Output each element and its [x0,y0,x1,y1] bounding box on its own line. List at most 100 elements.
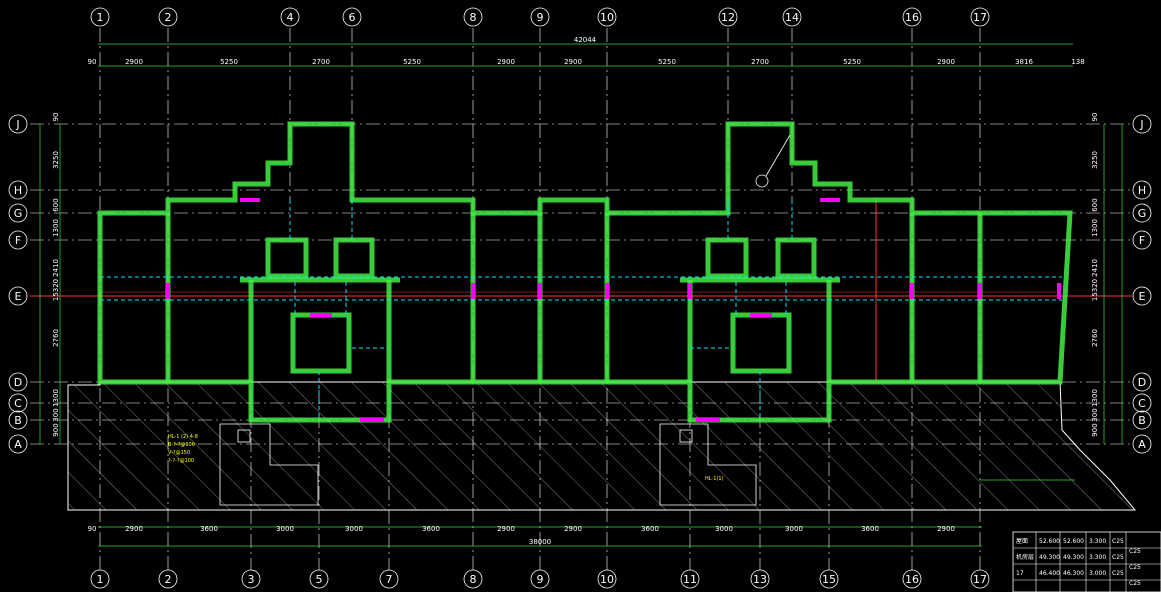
top-axis-14: 14 [782,7,802,27]
right-dim-0: 90 [1091,113,1099,122]
bottom-axis-13: 13 [750,569,770,589]
left-axis-B: B [8,410,28,430]
bottom-axis-2: 2 [158,569,178,589]
schedule-header-3: 3.300 [1089,538,1106,545]
top-axis-1-label: 1 [97,11,104,24]
right-axis-G-label: G [1138,207,1147,220]
dimension-lines [39,43,1123,547]
left-axis-B-circle [8,410,28,430]
top-axis-2-circle [158,7,178,27]
top-axis-12-circle [718,7,738,27]
left-axis-F-label: F [15,234,21,247]
left-axis-J-label: J [15,118,19,131]
schedule-row-1-0: 17 [1016,570,1024,577]
bottom-dim-6: 2900 [497,525,515,533]
bottom-axis-11-circle [680,569,700,589]
bottom-axis-1-circle [90,569,110,589]
left-axis-C-label: C [14,397,22,410]
bottom-axis-5: 5 [309,569,329,589]
left-dim-7: 1300 [52,389,60,407]
top-axis-6-label: 6 [349,11,356,24]
left-axis-J-circle [8,114,28,134]
bottom-dim-0: 90 [88,525,97,533]
right-dim-7: 1300 [1091,389,1099,407]
top-axis-8-label: 8 [470,11,477,24]
left-dim-8: 300 [52,408,60,421]
top-axis-16-circle [902,7,922,27]
bottom-axis-16-label: 16 [905,573,919,586]
bottom-axis-8: 8 [463,569,483,589]
top-axis-14-circle [782,7,802,27]
top-axis-8-circle [463,7,483,27]
right-dim-8: 300 [1091,408,1099,421]
bottom-dim-10: 3000 [785,525,803,533]
right-dim-2: 600 [1091,198,1099,211]
schedule-row-0-2: 49.300 [1063,554,1084,561]
bottom-axis-9: 9 [530,569,550,589]
left-axis-E: E [8,286,28,306]
right-dim-5: 15320 [1091,279,1099,301]
left-dim-4: 2410 [52,259,60,277]
right-dim-4: 2410 [1091,259,1099,277]
bottom-axis-5-circle [309,569,329,589]
bottom-axis-11-label: 11 [683,573,697,586]
right-axis-J: J [1132,114,1152,134]
bottom-dim-11: 3600 [861,525,879,533]
hatched-ground-area [67,381,1137,511]
schedule-side-2: C25 [1129,580,1141,587]
svg-text:?-?-?@100: ?-?-?@100 [168,458,194,464]
top-dim-7: 5250 [658,58,676,66]
bottom-axis-7-circle [379,569,399,589]
top-axis-2: 2 [158,7,178,27]
right-dim-1: 3250 [1091,151,1099,169]
schedule-row-1-1: 46.400 [1039,570,1060,577]
top-dim-1: 2900 [125,58,143,66]
right-axis-H-circle [1132,180,1152,200]
bottom-axis-7-label: 7 [386,573,393,586]
bottom-axis-8-circle [463,569,483,589]
left-axis-J: J [8,114,28,134]
left-axis-D-label: D [14,376,22,389]
bottom-axis-17-circle [970,569,990,589]
top-dim-12: 138 [1071,58,1084,66]
right-axis-J-circle [1132,114,1152,134]
bottom-axis-3: 3 [241,569,261,589]
columns [166,198,1061,422]
top-axis-12-label: 12 [721,11,735,24]
right-axis-G-circle [1132,203,1152,223]
right-axis-F: F [1132,230,1152,250]
top-axis-14-label: 14 [785,11,799,24]
bottom-dim-2: 3600 [200,525,218,533]
right-axis-J-label: J [1139,118,1143,131]
top-dim-8: 2700 [751,58,769,66]
top-dim-3: 2700 [312,58,330,66]
right-dim-9: 900 [1091,423,1099,436]
left-axis-A: A [8,434,28,454]
schedule-side-0: C25 [1129,548,1141,555]
bottom-axis-2-label: 2 [165,573,172,586]
schedule-row-1-3: 3.000 [1089,570,1106,577]
bottom-dim-12: 2900 [937,525,955,533]
left-dim-1: 3250 [52,151,60,169]
left-dim-6: 2760 [52,329,60,347]
left-axis-H: H [8,180,28,200]
bottom-axis-13-circle [750,569,770,589]
top-axis-9-circle [530,7,550,27]
top-axis-1-circle [90,7,110,27]
right-axis-D-circle [1132,372,1152,392]
left-axis-C: C [8,393,28,413]
bottom-dim-1: 2900 [125,525,143,533]
right-dim-3: 1300 [1091,219,1099,237]
bottom-axis-15-circle [819,569,839,589]
svg-text:B-?-?@100: B-?-?@100 [168,442,195,448]
right-axis-G: G [1132,203,1152,223]
top-dim-11: 3816 [1015,58,1033,66]
top-axis-17: 17 [970,7,990,27]
schedule-header-1: 52.600 [1039,538,1060,545]
schedule-row-1-2: 46.300 [1063,570,1084,577]
